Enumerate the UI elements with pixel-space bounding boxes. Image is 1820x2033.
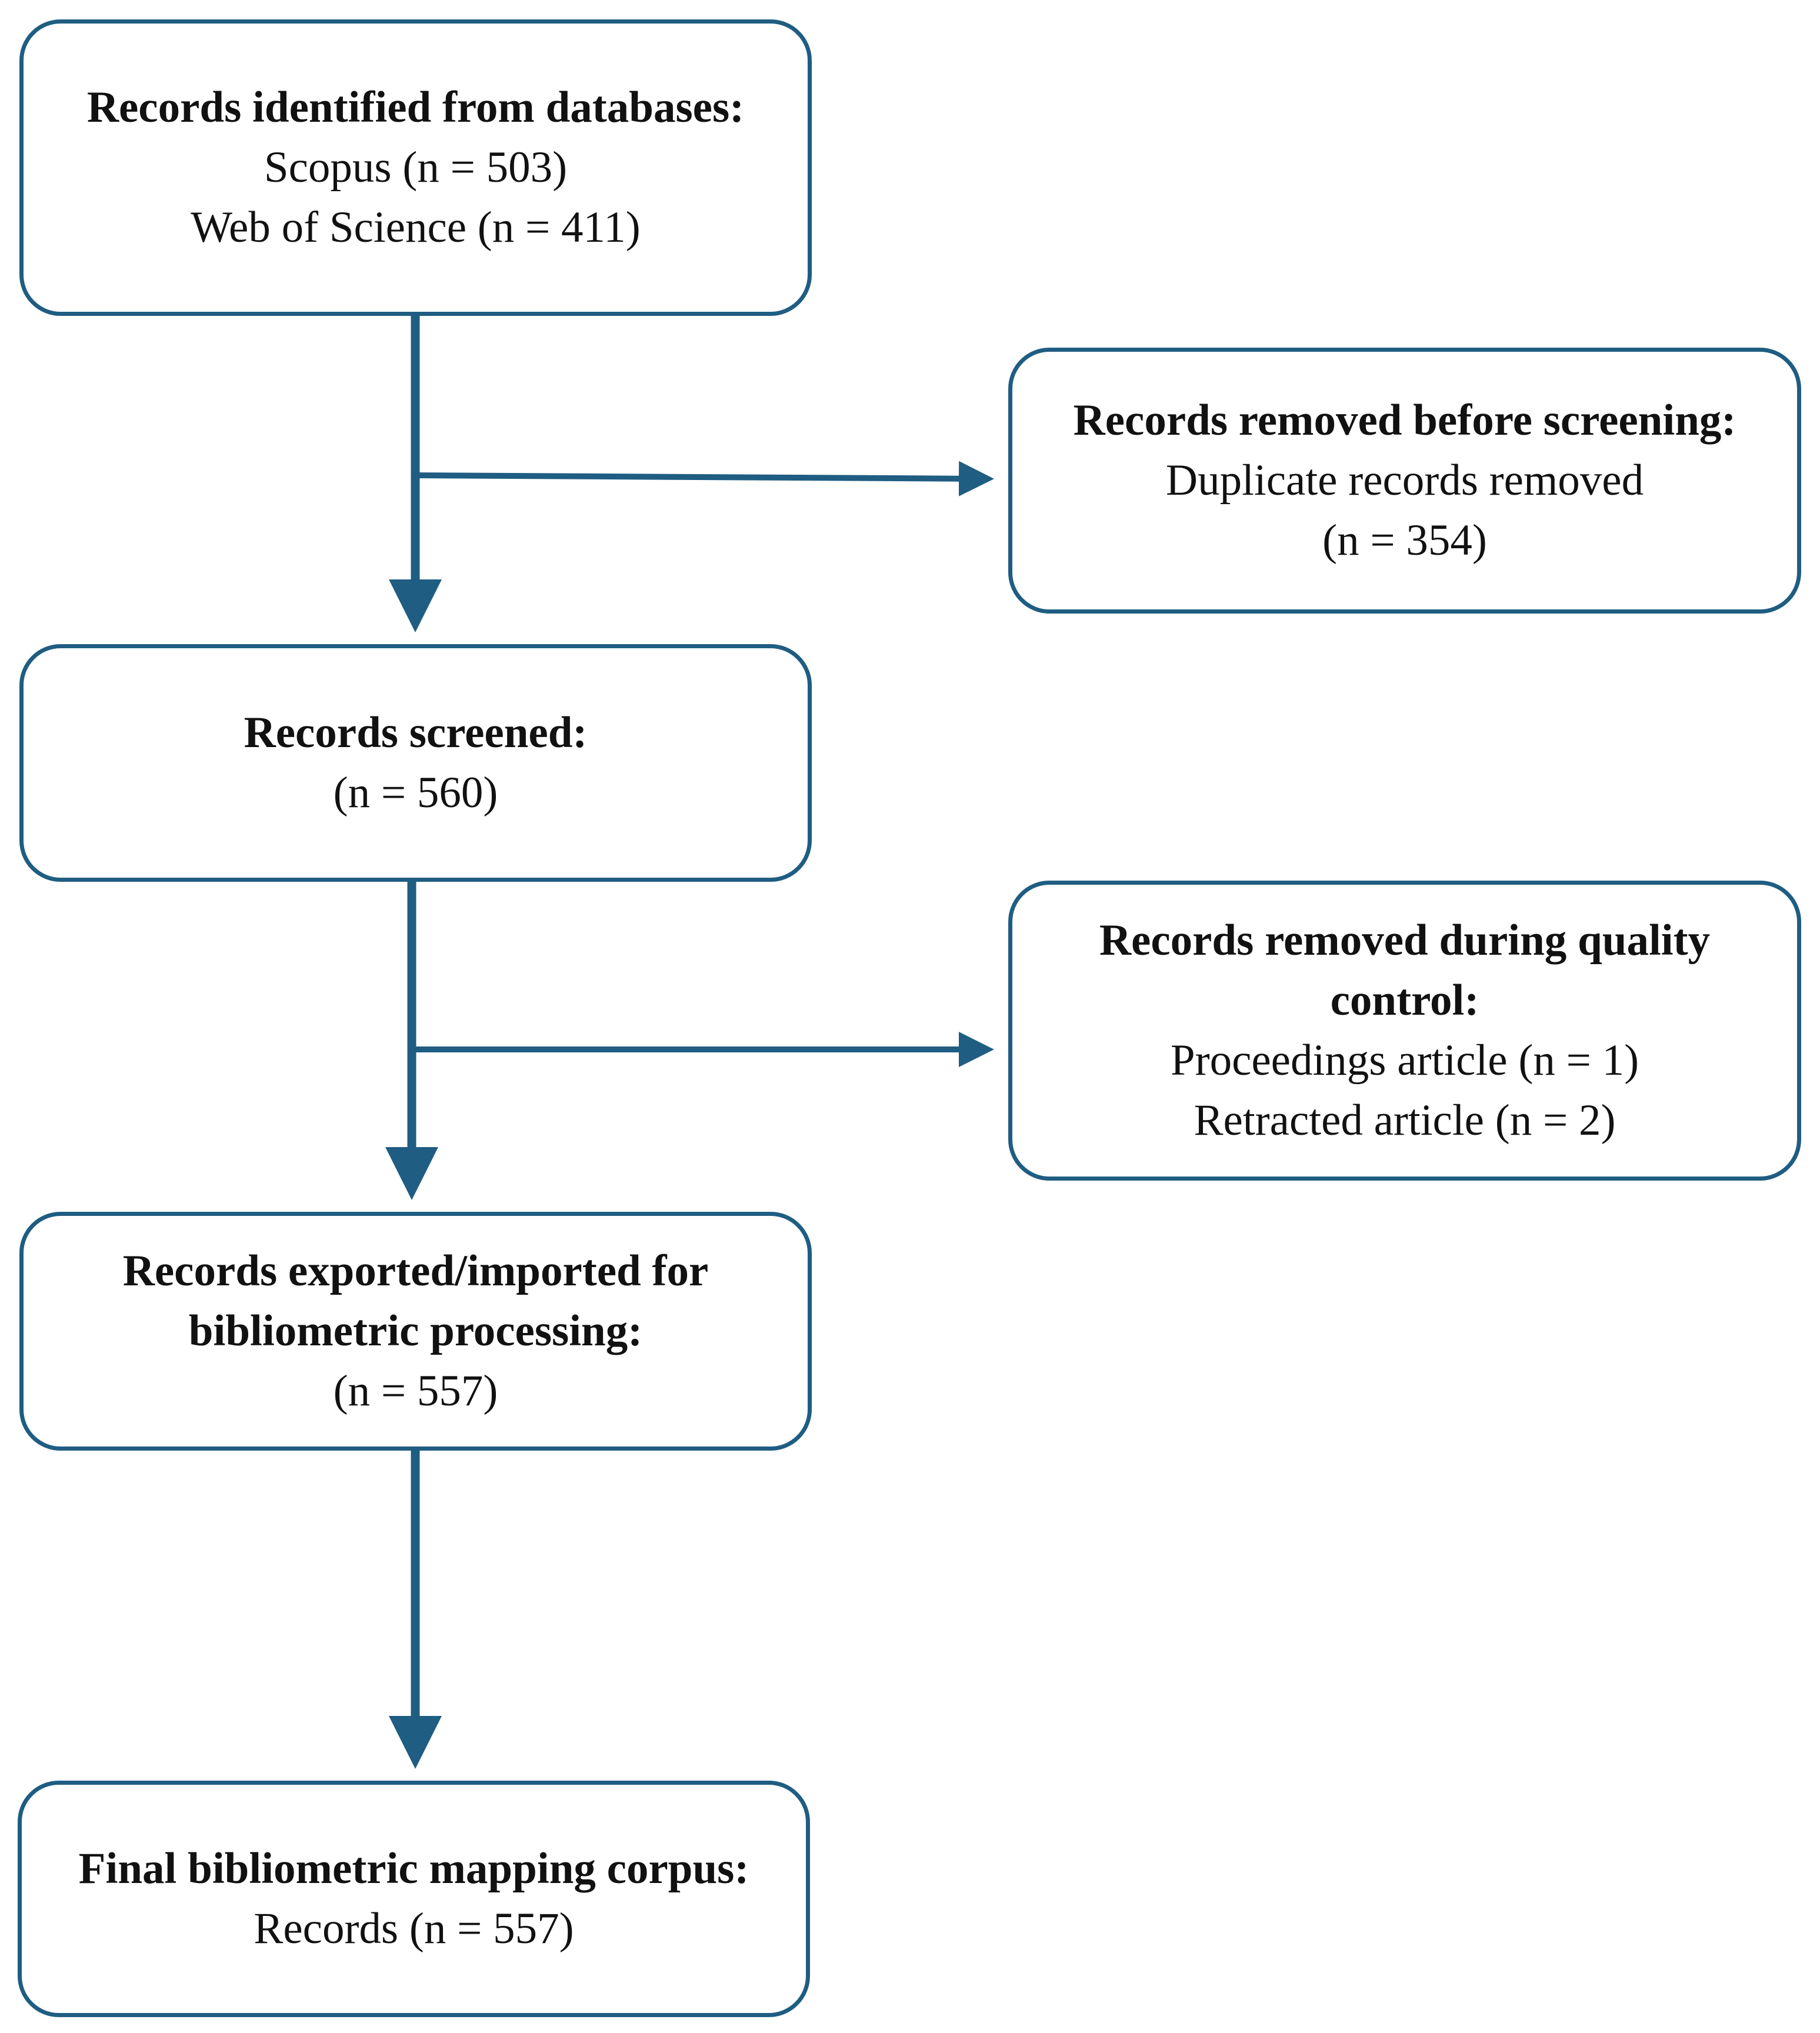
- box-records-removed-quality-line-retracted: Retracted article (n = 2): [1194, 1096, 1616, 1145]
- box-final-corpus-title: Final bibliometric mapping corpus:: [78, 1844, 749, 1893]
- box-records-identified: Records identified from databases: Scopu…: [19, 19, 812, 316]
- box-records-screened: Records screened: (n = 560): [19, 644, 812, 882]
- box-records-removed-before-screening: Records removed before screening: Duplic…: [1008, 348, 1801, 614]
- box-records-removed-before-line-count: (n = 354): [1322, 516, 1487, 565]
- box-records-screened-line-count: (n = 560): [333, 768, 498, 817]
- box-final-corpus-line-records: Records (n = 557): [254, 1904, 574, 1953]
- box-records-removed-quality-control: Records removed during quality control: …: [1008, 881, 1801, 1181]
- box-records-removed-quality-line-proceedings: Proceedings article (n = 1): [1170, 1036, 1639, 1085]
- box-records-removed-before-line-duplicates: Duplicate records removed: [1165, 456, 1644, 505]
- box-records-removed-before-title: Records removed before screening:: [1073, 396, 1736, 445]
- box-records-screened-title: Records screened:: [244, 708, 588, 757]
- box-records-exported-title: Records exported/imported for bibliometr…: [122, 1247, 709, 1355]
- box-records-exported-line-count: (n = 557): [333, 1367, 498, 1415]
- arrow-to-removed-before: [415, 461, 994, 496]
- box-final-corpus: Final bibliometric mapping corpus: Recor…: [18, 1781, 810, 2017]
- box-records-identified-title: Records identified from databases:: [86, 83, 745, 132]
- box-records-identified-line-scopus: Scopus (n = 503): [264, 143, 568, 192]
- box-records-exported-imported: Records exported/imported for bibliometr…: [19, 1212, 812, 1451]
- box-records-identified-line-wos: Web of Science (n = 411): [191, 203, 641, 252]
- box-records-removed-quality-title: Records removed during quality control:: [1099, 916, 1711, 1025]
